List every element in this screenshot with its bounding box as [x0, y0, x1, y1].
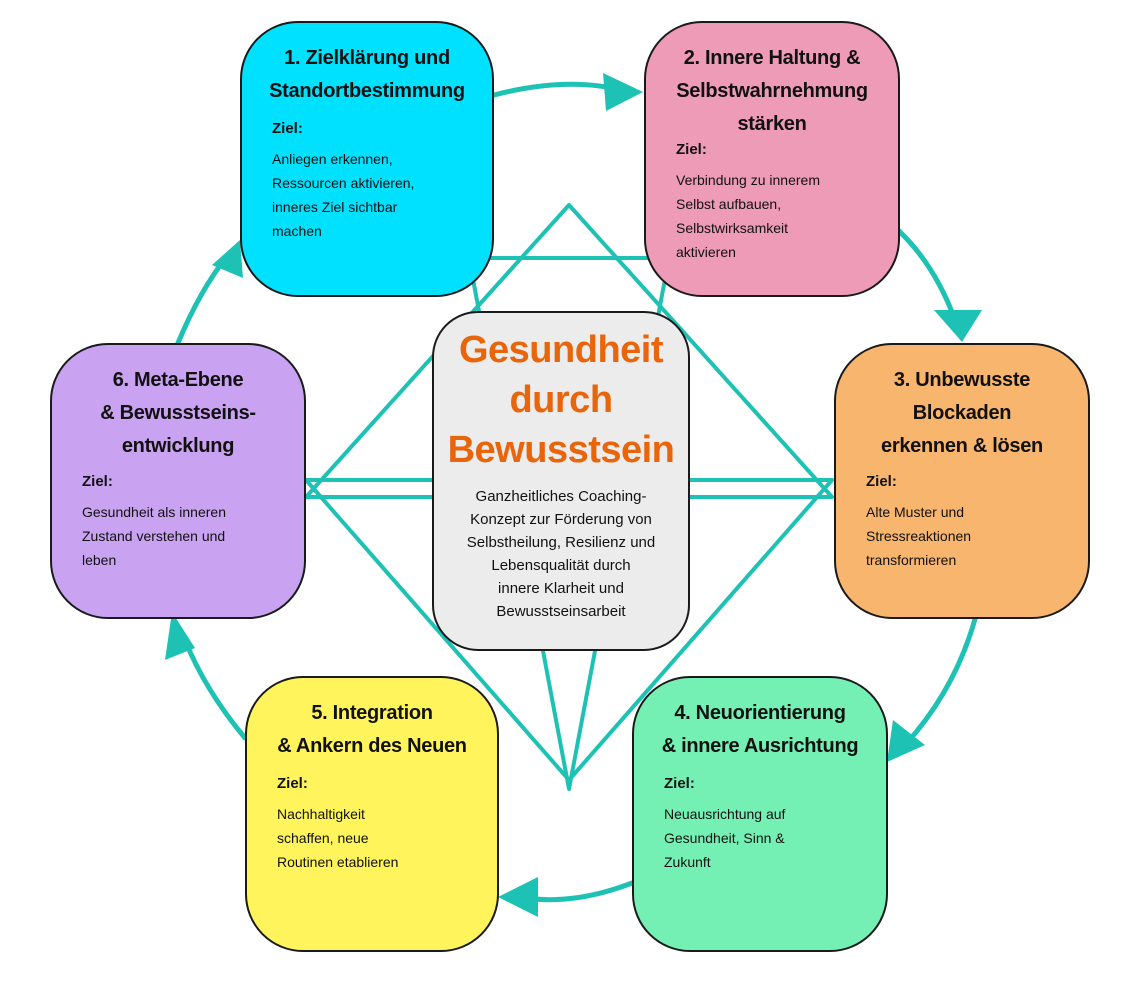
step-4-title: 4. Neuorientierung & innere Ausrichtung — [658, 697, 862, 763]
center-title-line: durch — [509, 379, 613, 421]
step-4-title-line: 4. Neuorientierung — [674, 702, 846, 724]
step-5-goal-text: Nachhaltigkeit schaffen, neue Routinen e… — [277, 806, 399, 870]
step-3-title-line: Blockaden — [912, 402, 1012, 424]
center-title: Gesundheit durch Bewusstsein — [434, 325, 688, 475]
step-1-goal-label: Ziel: — [272, 120, 303, 137]
step-2-title-line: stärken — [737, 113, 807, 135]
step-1-title: 1. Zielklärung und Standortbestimmung — [266, 42, 468, 108]
step-3-title-line: 3. Unbewusste — [893, 369, 1031, 391]
step-6-box: 6. Meta-Ebene & Bewusstseins- entwicklun… — [50, 343, 306, 619]
step-4-goal-text: Neuausrichtung auf Gesundheit, Sinn & Zu… — [664, 806, 786, 870]
arrow-4-to-5 — [522, 880, 635, 903]
arrow-5-to-6 — [182, 637, 248, 741]
arrowheads — [165, 73, 982, 917]
step-6-title-line: 6. Meta-Ebene — [112, 369, 244, 391]
step-5-box: 5. Integration & Ankern des Neuen Ziel: … — [245, 676, 499, 952]
step-1-title-line: Standortbestimmung — [269, 80, 465, 102]
step-6-title-line: & Bewusstseins- — [100, 402, 256, 424]
step-1-goal-text: Anliegen erkennen, Ressourcen aktivieren… — [272, 151, 415, 239]
center-subtitle: Ganzheitliches Coaching- Konzept zur För… — [466, 488, 656, 620]
step-2-goal-label: Ziel: — [676, 141, 707, 158]
step-5-title-line: & Ankern des Neuen — [277, 735, 467, 757]
step-2-title: 2. Innere Haltung & Selbstwahrnehmung st… — [670, 42, 874, 141]
arrowhead-1-to-2 — [603, 73, 643, 111]
step-5-goal-label: Ziel: — [277, 775, 308, 792]
arrow-3-to-4 — [902, 616, 978, 748]
step-3-title-line: erkennen & lösen — [881, 435, 1043, 457]
center-title-line: Gesundheit — [458, 329, 664, 371]
step-4-goal-label: Ziel: — [664, 775, 695, 792]
step-3-goal-text: Alte Muster und Stressreaktionen transfo… — [866, 504, 972, 568]
center-box: Gesundheit durch Bewusstsein Ganzheitlic… — [432, 311, 690, 651]
step-6-title: 6. Meta-Ebene & Bewusstseins- entwicklun… — [76, 364, 280, 463]
step-3-box: 3. Unbewusste Blockaden erkennen & lösen… — [834, 343, 1090, 619]
step-3-title: 3. Unbewusste Blockaden erkennen & lösen — [860, 364, 1064, 463]
step-2-box: 2. Innere Haltung & Selbstwahrnehmung st… — [644, 21, 900, 297]
center-title-line: Bewusstsein — [447, 429, 675, 471]
step-2-title-line: Selbstwahrnehmung — [676, 80, 868, 102]
arrowhead-3-to-4 — [887, 720, 925, 762]
arrowhead-4-to-5 — [498, 877, 538, 917]
step-6-goal-text: Gesundheit als inneren Zustand verstehen… — [82, 504, 226, 568]
step-4-title-line: & innere Ausrichtung — [661, 735, 859, 757]
step-6-title-line: entwicklung — [121, 435, 235, 457]
step-5-title: 5. Integration & Ankern des Neuen — [271, 697, 473, 763]
step-2-title-line: 2. Innere Haltung & — [683, 47, 861, 69]
step-6-goal-label: Ziel: — [82, 473, 113, 490]
arrow-2-to-3 — [895, 227, 958, 323]
arrowhead-2-to-3 — [934, 310, 982, 342]
step-2-goal-text: Verbindung zu innerem Selbst aufbauen, S… — [676, 172, 820, 260]
step-3-goal-label: Ziel: — [866, 473, 897, 490]
step-5-title-line: 5. Integration — [311, 702, 433, 724]
arrowhead-5-to-6 — [165, 612, 195, 660]
step-1-box: 1. Zielklärung und Standortbestimmung Zi… — [240, 21, 494, 297]
arrowhead-6-to-1 — [212, 240, 243, 278]
step-1-title-line: 1. Zielklärung und — [284, 47, 450, 69]
arrow-1-to-2 — [491, 81, 615, 98]
step-4-box: 4. Neuorientierung & innere Ausrichtung … — [632, 676, 888, 952]
